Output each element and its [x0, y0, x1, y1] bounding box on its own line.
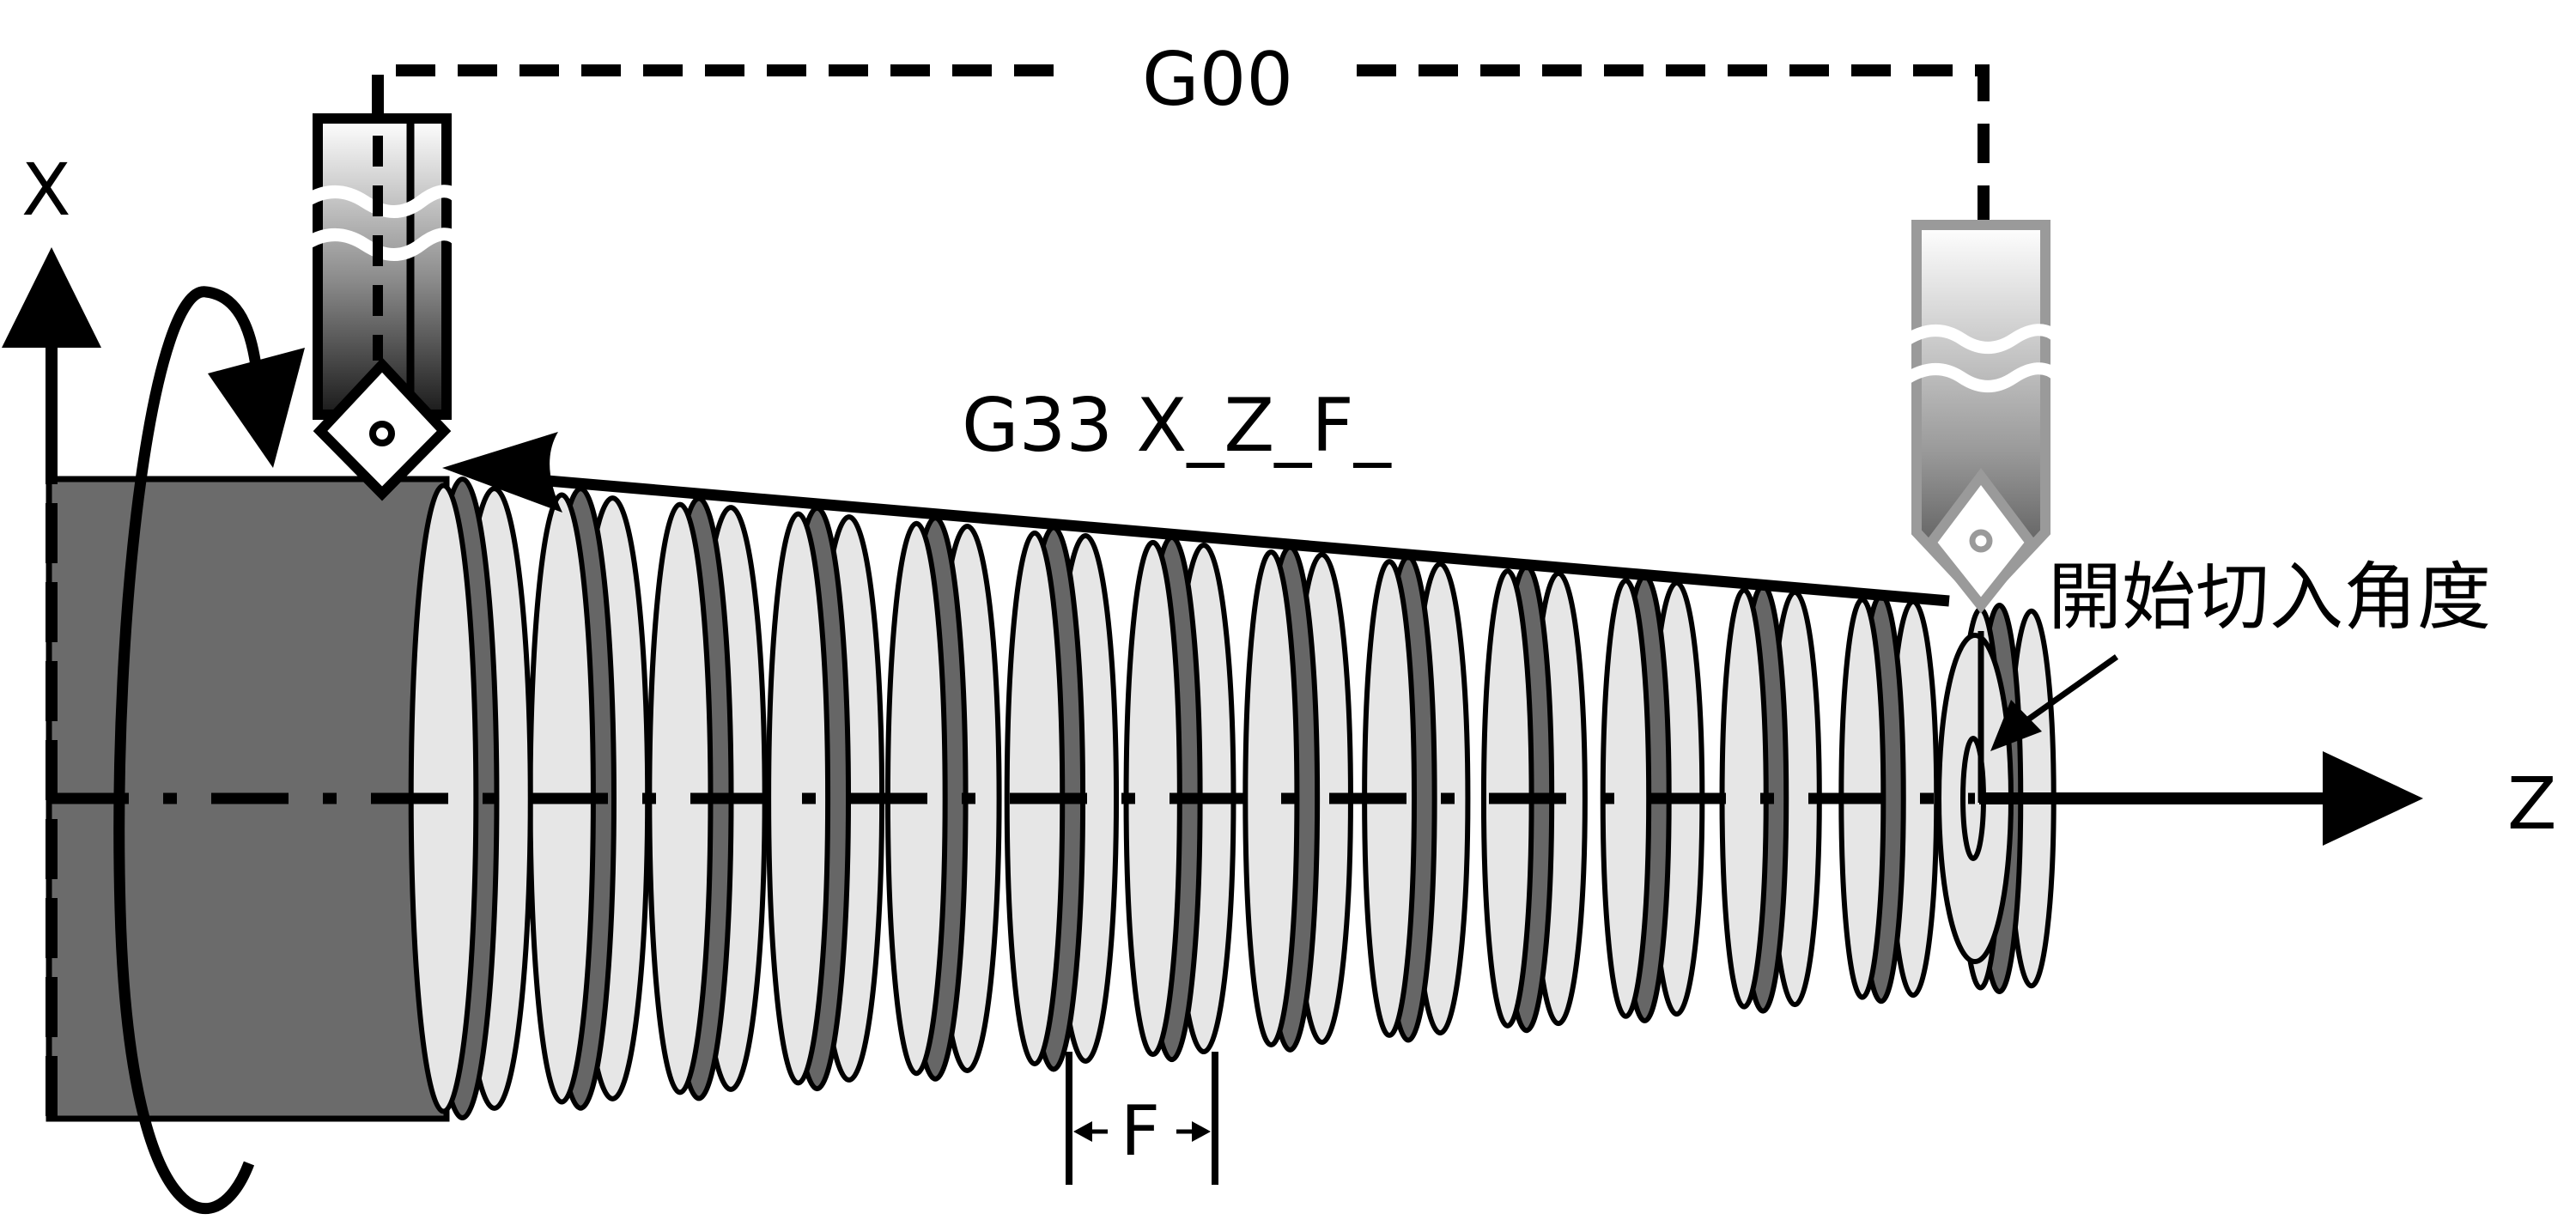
cutting-tool-ghost-icon [1905, 220, 2061, 614]
start-angle-label: 開始切入角度 [2048, 555, 2491, 640]
z-axis-arrowhead [2323, 751, 2423, 846]
thread-discs [408, 476, 2057, 1120]
x-axis-label: X [21, 148, 71, 232]
pitch-label: F [1121, 1091, 1160, 1171]
rotation-arrow-icon [113, 286, 305, 1215]
thread-disc-front [1719, 587, 1769, 1010]
pitch-arrow-left [1073, 1121, 1092, 1142]
x-axis-arrowhead [2, 247, 101, 348]
g00-label: G00 [1142, 37, 1293, 123]
start-angle-pointer-head [1990, 700, 2042, 751]
cutting-tool-icon [301, 86, 465, 501]
g33-path [497, 470, 1950, 607]
z-axis-label: Z [2507, 762, 2557, 846]
pitch-arrow-right [1192, 1121, 1211, 1142]
g33-label: G33 X_Z_F_ [962, 383, 1392, 469]
thread-disc-front [766, 511, 831, 1086]
start-angle-pointer [2026, 654, 2119, 722]
g33-arrowhead [442, 432, 562, 513]
